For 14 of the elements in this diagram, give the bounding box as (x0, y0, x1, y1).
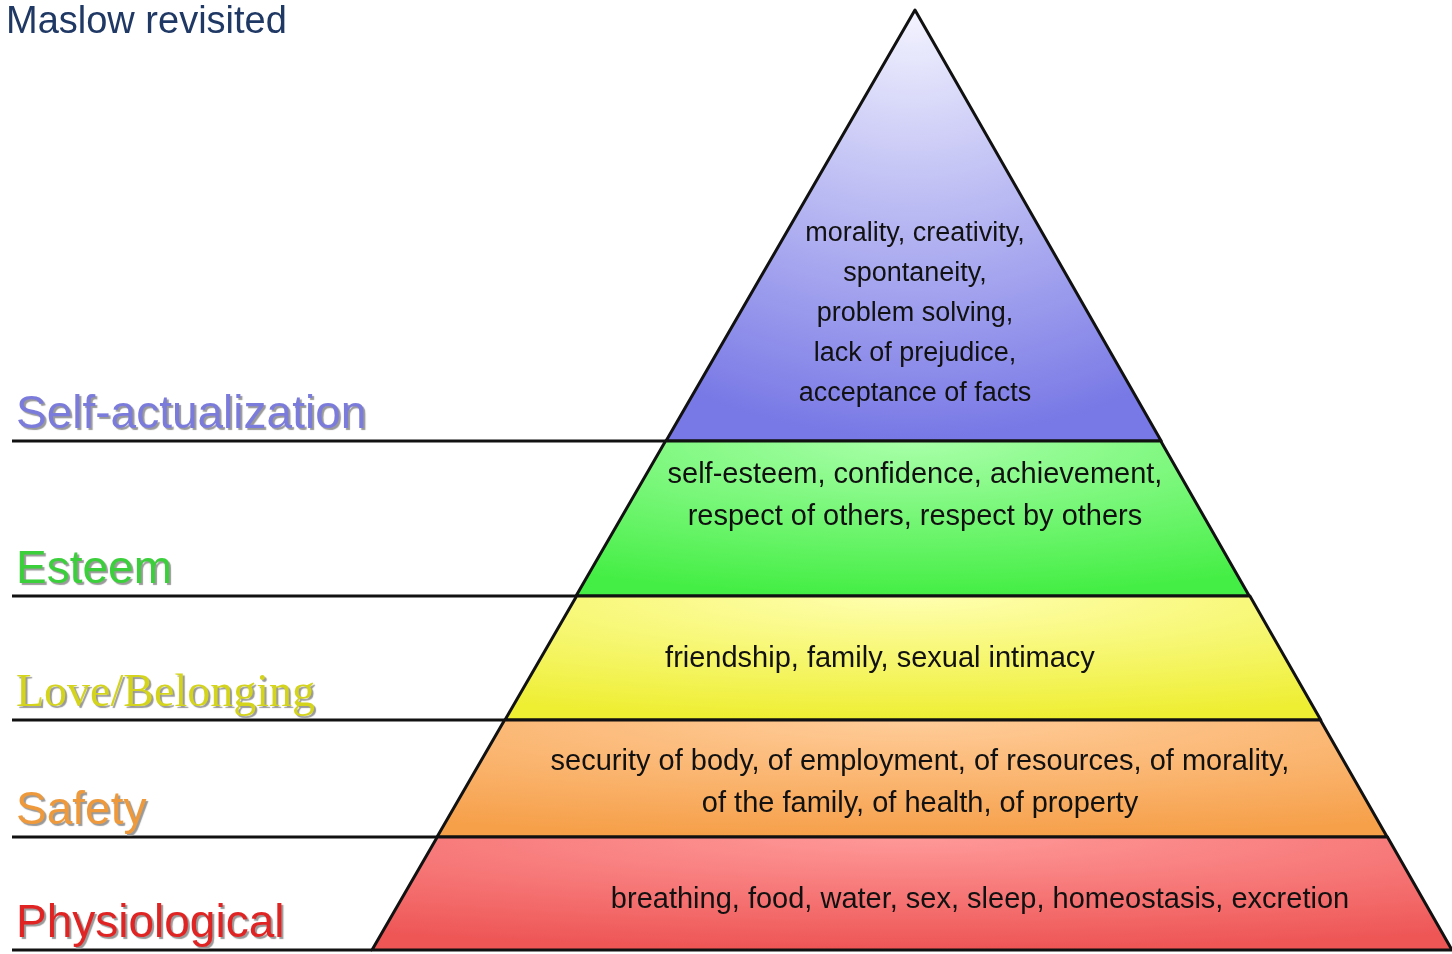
tier-text: breathing, food, water, sex, sleep, homeostasis, excretion (609, 881, 1351, 916)
level-label: Self-actualization (16, 389, 367, 435)
level-label: Esteem (16, 544, 172, 590)
level-label: Love/Belonging (16, 668, 315, 714)
tier-text: friendship, family, sexual intimacy (664, 640, 1096, 675)
pyramid-tier (504, 596, 1321, 720)
pyramid-tier (437, 720, 1388, 837)
tier-text: self-esteem, confidence, achievement, respect of others, respect by others (666, 456, 1164, 533)
title: Maslow revisited (6, 0, 287, 42)
pyramid-tier (666, 10, 1162, 441)
pyramid-tier (576, 441, 1250, 596)
tier-text: morality, creativity, spontaneity, problem solving, lack of prejudice, acceptance of facts (797, 216, 1033, 409)
pyramid-tier (372, 837, 1452, 950)
tier-text: security of body, of employment, of resources, of morality, of the family, of health, of property (549, 743, 1291, 820)
